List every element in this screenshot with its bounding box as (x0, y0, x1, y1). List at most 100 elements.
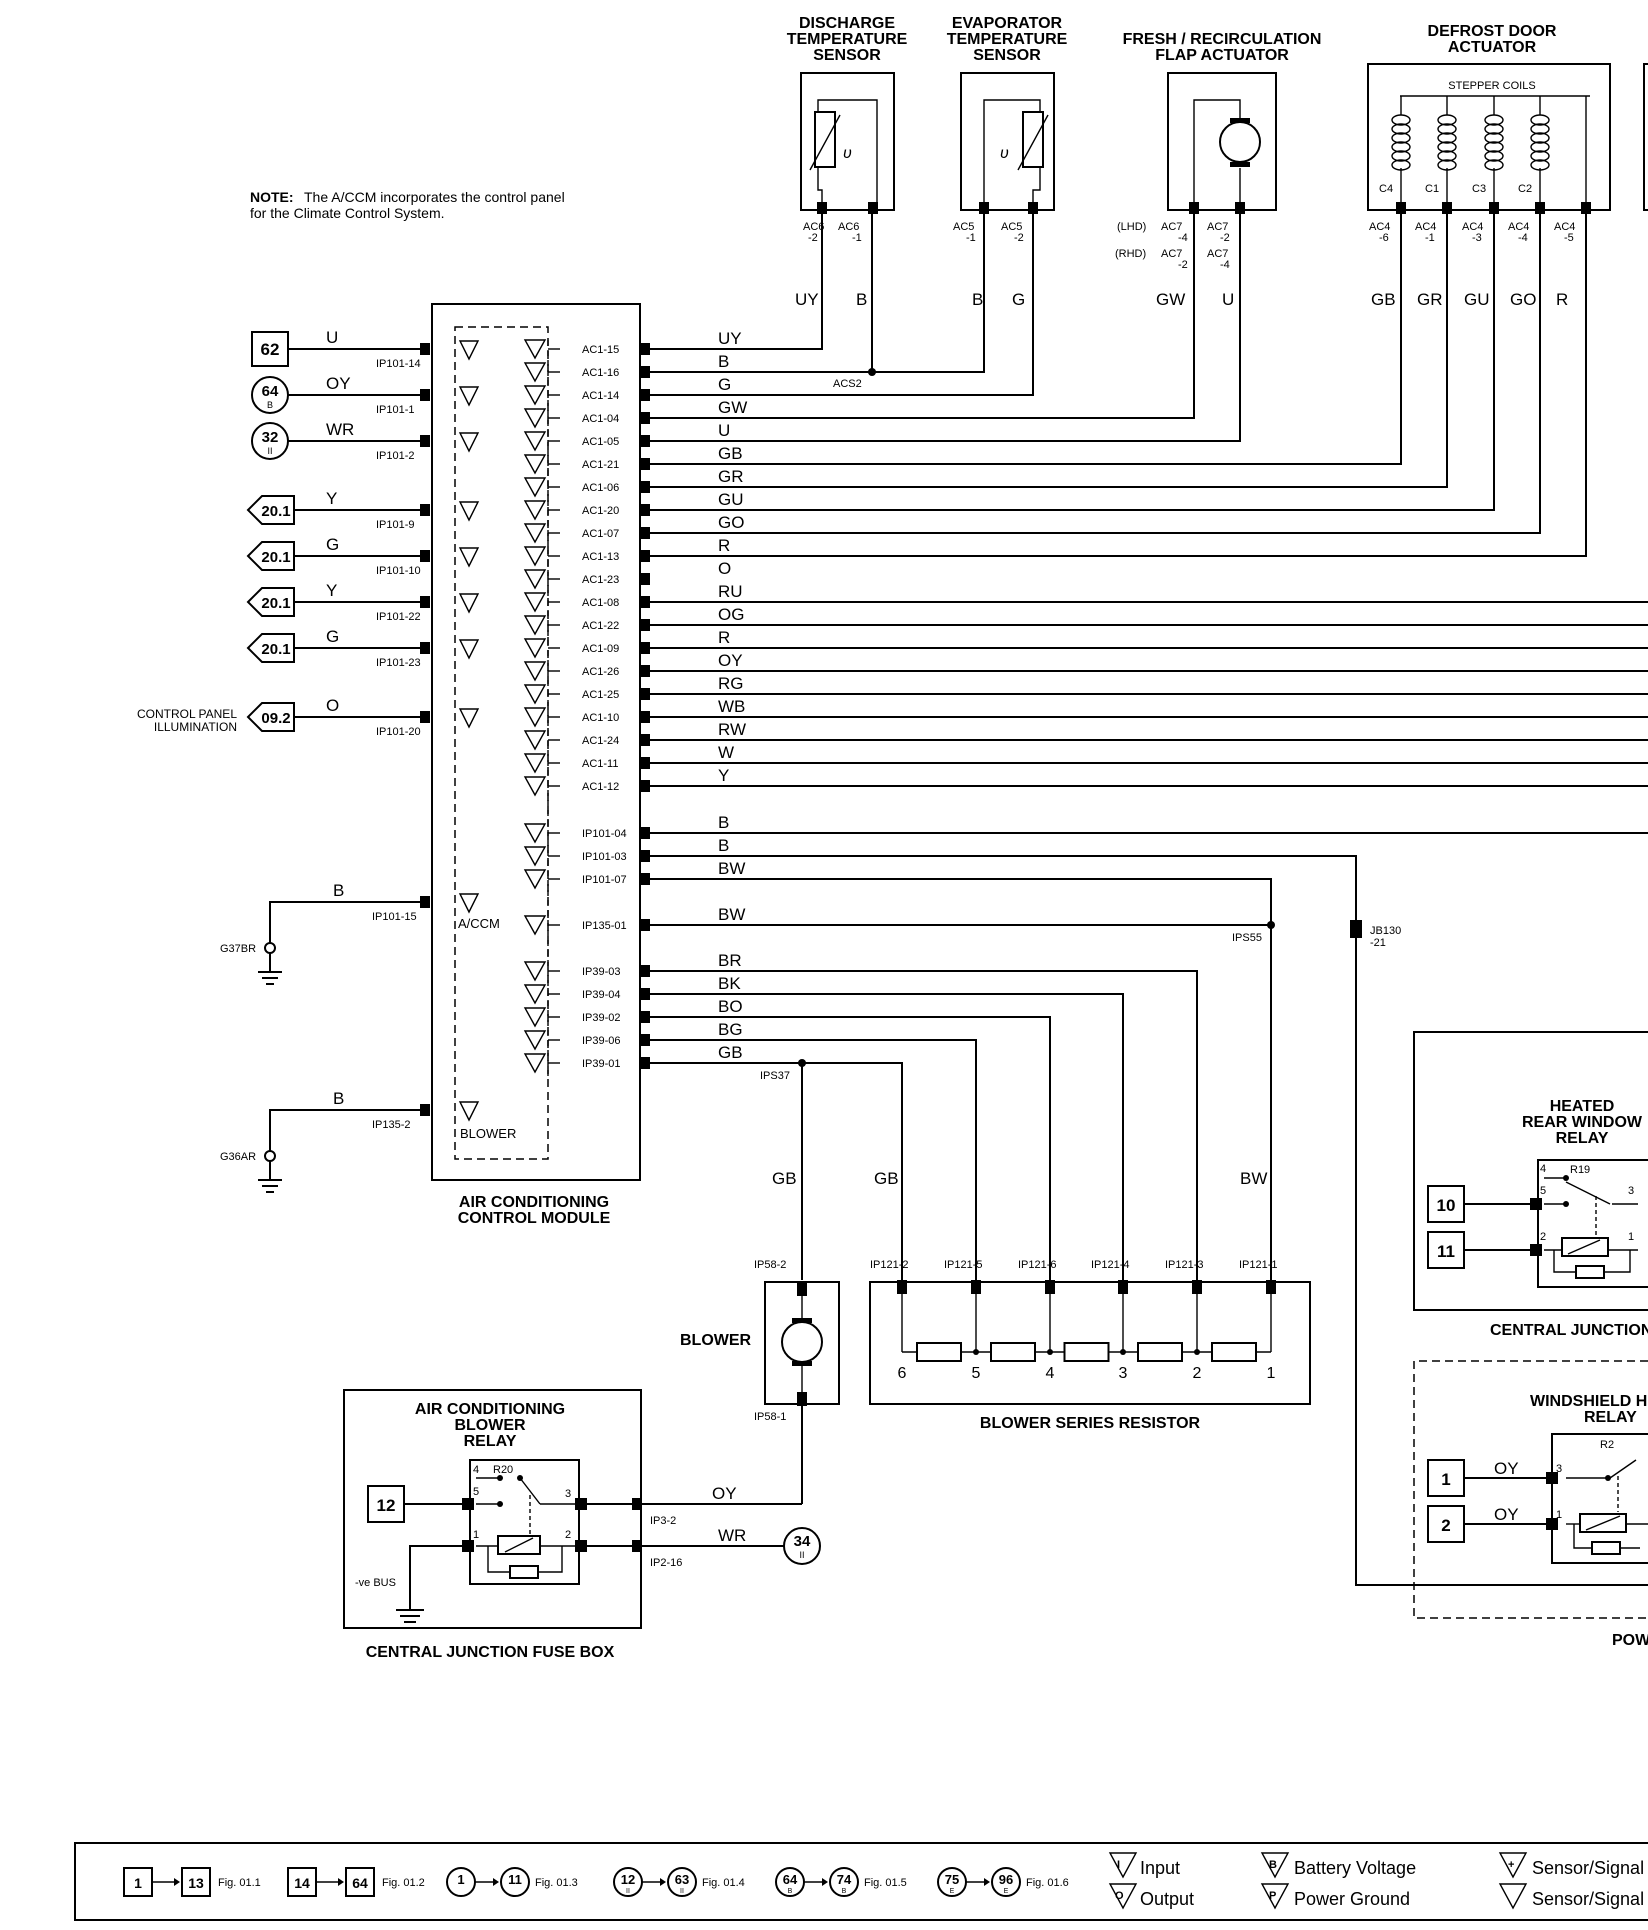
air-conditioning-control-module: AIR CONDITIONING CONTROL MODULE A/CCM BL… (431, 303, 641, 1227)
svg-text:BR: BR (718, 951, 742, 970)
svg-text:Fig. 01.1: Fig. 01.1 (218, 1877, 261, 1889)
svg-text:OY: OY (712, 1484, 737, 1503)
svg-text:B: B (333, 881, 344, 900)
svg-text:B: B (788, 1888, 793, 1895)
svg-text:5: 5 (1540, 1185, 1546, 1197)
heated-rear-window-relay: HEATED REAR WINDOW RELAY R19 4 5 3 2 1 1… (1413, 1031, 1648, 1339)
svg-text:BG: BG (718, 1020, 743, 1039)
svg-text:20.1: 20.1 (261, 595, 290, 612)
svg-text:BLOWER SERIES RESISTOR: BLOWER SERIES RESISTOR (980, 1415, 1201, 1432)
defrost-wire-color: GU (1464, 290, 1490, 309)
defrost-wire-color: GO (1510, 290, 1536, 309)
accm-pin: AC1-05 U (523, 421, 730, 452)
svg-text:P: P (1269, 1890, 1276, 1902)
svg-text:4: 4 (1540, 1163, 1546, 1175)
svg-text:RU: RU (718, 582, 743, 601)
svg-text:Battery Voltage: Battery Voltage (1294, 1858, 1416, 1878)
svg-text:IP101-15: IP101-15 (372, 911, 417, 923)
svg-text:B: B (718, 352, 729, 371)
svg-text:AC1-10: AC1-10 (582, 712, 619, 724)
svg-text:Sensor/Signal -: Sensor/Signal - (1532, 1889, 1648, 1909)
svg-text:IP101-10: IP101-10 (376, 565, 421, 577)
svg-text:TEMPERATURE: TEMPERATURE (787, 31, 908, 48)
svg-text:B: B (856, 290, 867, 309)
lower-wiring: JB130 -21 IPS55 IPS37 GB GB BW (650, 855, 1648, 1586)
svg-text:AC7: AC7 (1207, 221, 1228, 233)
svg-text:DISCHARGE: DISCHARGE (799, 15, 895, 32)
svg-text:AC1-08: AC1-08 (582, 597, 619, 609)
svg-text:1: 1 (1628, 1231, 1634, 1243)
svg-text:20.1: 20.1 (261, 503, 290, 520)
svg-text:AC1-16: AC1-16 (582, 367, 619, 379)
svg-text:AC1-13: AC1-13 (582, 551, 619, 563)
defrost-pin: AC4 (1369, 221, 1390, 233)
svg-text:BO: BO (718, 997, 743, 1016)
svg-text:GR: GR (718, 467, 744, 486)
svg-text:AC1-26: AC1-26 (582, 666, 619, 678)
discharge-temperature-sensor: DISCHARGE TEMPERATURE SENSOR υ AC6 -2 AC… (787, 15, 908, 309)
accm-pin: IP101-03B (523, 836, 729, 867)
svg-text:75: 75 (945, 1872, 959, 1887)
svg-text:Fig. 01.4: Fig. 01.4 (702, 1877, 745, 1889)
svg-text:-2: -2 (1178, 259, 1188, 271)
evaporator-temperature-sensor: EVAPORATOR TEMPERATURE SENSOR υ AC5 -1 A… (947, 15, 1068, 309)
svg-text:POW: POW (1612, 1632, 1648, 1649)
svg-text:R19: R19 (1570, 1164, 1590, 1176)
svg-text:1: 1 (1441, 1470, 1450, 1489)
accm-pin: AC1-08 RU (523, 582, 1648, 613)
svg-text:IP101-9: IP101-9 (376, 519, 415, 531)
resistor-pin: IP121-3 (1165, 1259, 1204, 1271)
svg-text:IP101-14: IP101-14 (376, 358, 421, 370)
svg-text:11: 11 (1437, 1242, 1455, 1261)
svg-text:RELAY: RELAY (1556, 1130, 1609, 1147)
svg-text:TEMPERATURE: TEMPERATURE (947, 31, 1068, 48)
defrost-pin: AC4 (1554, 221, 1575, 233)
svg-text:FRESH / RECIRCULATION: FRESH / RECIRCULATION (1123, 31, 1322, 48)
upper-wiring: ACS2 (650, 212, 1587, 557)
svg-text:AC1-05: AC1-05 (582, 436, 619, 448)
svg-text:AC7: AC7 (1161, 248, 1182, 260)
svg-text:E: E (950, 1888, 955, 1895)
svg-text:II: II (799, 1550, 804, 1560)
svg-text:BW: BW (718, 859, 745, 878)
svg-text:12: 12 (621, 1872, 635, 1887)
svg-text:(LHD): (LHD) (1117, 221, 1146, 233)
svg-text:B: B (267, 400, 273, 410)
svg-text:HEATED: HEATED (1550, 1098, 1615, 1115)
svg-text:EVAPORATOR: EVAPORATOR (952, 15, 1063, 32)
svg-text:74: 74 (837, 1872, 852, 1887)
svg-text:13: 13 (188, 1875, 204, 1891)
svg-text:64: 64 (262, 383, 279, 400)
svg-text:U: U (718, 421, 730, 440)
svg-text:IP101-03: IP101-03 (582, 851, 627, 863)
svg-text:AC1-21: AC1-21 (582, 459, 619, 471)
svg-text:II: II (626, 1888, 630, 1895)
svg-text:B: B (1269, 1859, 1277, 1871)
svg-text:GO: GO (718, 513, 744, 532)
svg-text:AC1-07: AC1-07 (582, 528, 619, 540)
svg-text:O: O (1115, 1890, 1124, 1902)
accm-pin: AC1-23O (523, 559, 731, 590)
svg-text:SENSOR: SENSOR (973, 47, 1041, 64)
left-inputs: 62UIP101-1464BOYIP101-132IIWRIP101-220.1… (246, 328, 480, 738)
svg-text:GB: GB (718, 1043, 743, 1062)
svg-text:Fig. 01.3: Fig. 01.3 (535, 1877, 578, 1889)
svg-text:Y: Y (326, 489, 337, 508)
svg-text:2: 2 (565, 1529, 571, 1541)
svg-text:UY: UY (718, 329, 742, 348)
svg-text:AC1-22: AC1-22 (582, 620, 619, 632)
defrost-wire-color: R (1556, 290, 1568, 309)
svg-text:U: U (326, 328, 338, 347)
svg-text:WINDSHIELD HE: WINDSHIELD HE (1530, 1393, 1648, 1410)
